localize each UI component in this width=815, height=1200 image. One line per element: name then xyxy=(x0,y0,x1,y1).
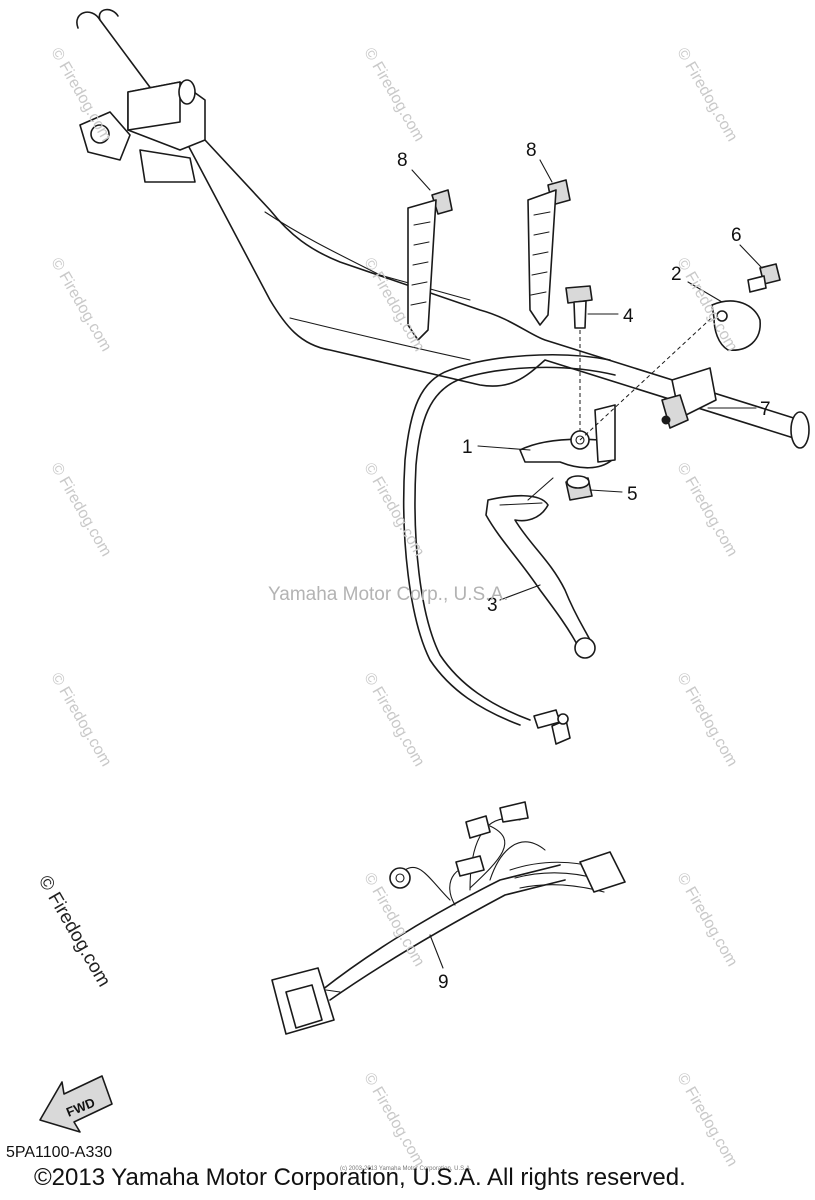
callout-9: 9 xyxy=(438,972,449,993)
bolt xyxy=(565,285,593,440)
callout-numbers: 8 8 6 2 4 7 1 5 3 9 xyxy=(397,140,771,993)
callout-5: 5 xyxy=(627,484,638,505)
cable-tie-left xyxy=(407,189,453,341)
callout-4: 4 xyxy=(623,306,634,327)
cable-tie-right xyxy=(527,179,571,326)
copyright-notice: ©2013 Yamaha Motor Corporation, U.S.A. A… xyxy=(34,1164,686,1191)
clutch-switch xyxy=(661,367,717,429)
leader-lines xyxy=(411,159,763,969)
diagram-code: 5PA1100-A330 xyxy=(6,1144,113,1161)
callout-7: 7 xyxy=(760,399,771,420)
lever-holder xyxy=(519,309,721,469)
callout-6: 6 xyxy=(731,225,742,246)
switch-lead xyxy=(402,354,616,745)
left-switch-assembly xyxy=(79,79,206,183)
screw xyxy=(747,263,781,293)
lever xyxy=(485,494,596,659)
fwd-arrow: FWD xyxy=(39,1075,113,1133)
center-watermark: Yamaha Motor Corp., U.S.A. xyxy=(268,584,509,605)
callout-2: 2 xyxy=(671,264,682,285)
callout-1: 1 xyxy=(462,437,473,458)
tiny-notice: (c) 2003-2013 Yamaha Motor Corporation, … xyxy=(340,1166,472,1172)
callout-8-right: 8 xyxy=(526,140,537,161)
callout-8-left: 8 xyxy=(397,150,408,171)
nut xyxy=(565,475,593,501)
clamp xyxy=(711,300,761,351)
wire-harness xyxy=(271,801,626,1035)
handlebar xyxy=(76,8,810,449)
callout-3: 3 xyxy=(487,595,498,616)
